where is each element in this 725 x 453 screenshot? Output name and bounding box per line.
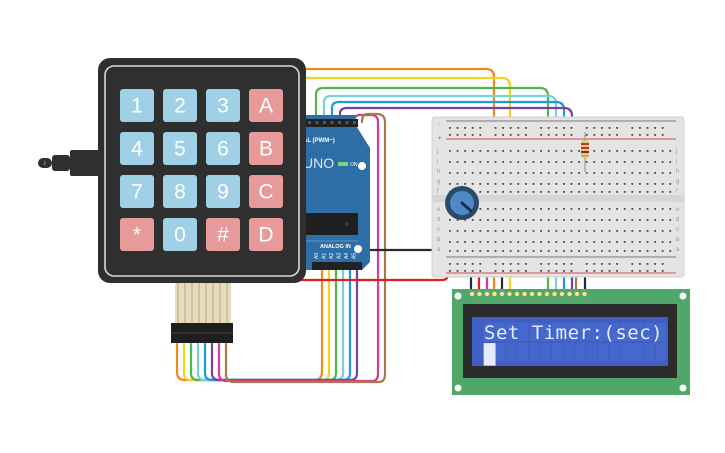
keypad-key-6[interactable]: 6 [206,132,240,165]
svg-text:f: f [676,189,678,195]
analog-in-label: ANALOG IN [320,244,351,250]
keypad-key-1[interactable]: 1 [120,89,154,122]
keypad-key-2[interactable]: 2 [163,89,197,122]
wire-brown-keypad [224,112,387,384]
svg-text:c: c [676,227,679,233]
analog-pin-label: A5 [352,253,358,259]
key-label: 4 [131,138,143,161]
wire-yellow-top [303,76,512,297]
lightning-icon [43,160,46,166]
wire-lightblue-top [322,94,558,297]
key-label: C [258,181,273,204]
keypad-key-8[interactable]: 8 [163,175,197,208]
keypad-key-#[interactable]: # [206,218,240,251]
svg-text:h: h [437,169,440,175]
svg-text:h: h [676,169,679,175]
potentiometer[interactable] [445,186,479,220]
wire-green-top [314,86,550,297]
uno-label: UNO [303,155,334,171]
keypad-key-A[interactable]: A [249,89,283,122]
on-label: ON [350,162,358,168]
svg-text:c: c [437,227,440,233]
analog-pin-label: A3 [337,253,343,259]
keypad-keys: 1 2 3 A 4 5 6 B 7 8 9 C * 0 # D [120,89,283,251]
key-label: 7 [131,181,143,204]
svg-text:d: d [676,217,679,223]
resistor [581,132,589,172]
svg-text:j: j [436,149,438,155]
key-label: # [217,224,229,247]
key-label: 2 [174,95,186,118]
keypad-key-7[interactable]: 7 [120,175,154,208]
keypad-connector [38,150,100,176]
keypad-key-0[interactable]: 0 [163,218,197,251]
key-label: 1 [131,95,143,118]
keypad-ribbon [171,283,233,343]
keypad-key-B[interactable]: B [249,132,283,165]
svg-text:b: b [437,237,441,243]
key-label: 3 [217,95,229,118]
svg-text:e: e [437,207,441,213]
key-label: 5 [174,138,186,161]
svg-text:j: j [675,149,677,155]
svg-text:i: i [437,159,438,165]
analog-pin-label: A2 [329,253,335,259]
svg-text:d: d [437,217,440,223]
lcd-cursor: █ [483,343,496,366]
svg-text:a: a [676,247,680,253]
keypad: 1 2 3 A 4 5 6 B 7 8 9 C * 0 # D [38,58,306,343]
svg-text:a: a [437,247,441,253]
wire-blue-top [330,100,566,297]
lcd-16x2: Set Timer:(sec) █ [452,289,690,395]
lcd-line-1: Set Timer:(sec) [484,322,663,344]
wire-purple-top [338,106,574,297]
keypad-key-4[interactable]: 4 [120,132,154,165]
keypad-key-C[interactable]: C [249,175,283,208]
keypad-key-D[interactable]: D [249,218,283,251]
svg-text:g: g [437,179,440,185]
key-label: D [258,224,273,247]
svg-text:i: i [676,159,677,165]
analog-pin-label: A4 [344,253,350,259]
key-label: 6 [217,138,229,161]
keypad-key-9[interactable]: 9 [206,175,240,208]
svg-text:g: g [676,179,679,185]
lcd-pins [469,291,588,297]
svg-text:e: e [676,207,680,213]
key-label: 8 [174,181,186,204]
digital-label: AL (PWM~) [303,138,335,144]
digital-header [308,121,356,124]
key-label: B [259,138,273,161]
key-label: 9 [217,181,229,204]
keypad-key-*[interactable]: * [120,218,154,251]
keypad-key-5[interactable]: 5 [163,132,197,165]
rail-minus-label: - [438,122,440,128]
rail-plus-label: + [438,136,442,142]
svg-text:b: b [676,237,680,243]
key-label: 0 [174,224,186,247]
wire-pink-keypad [217,113,380,383]
lcd-cells [483,323,666,361]
key-label: A [259,95,273,118]
svg-text:f: f [437,189,439,195]
keypad-key-3[interactable]: 3 [206,89,240,122]
analog-pin-label: A1 [322,253,328,259]
analog-pin-label: A0 [314,253,320,259]
key-label: * [133,224,141,247]
